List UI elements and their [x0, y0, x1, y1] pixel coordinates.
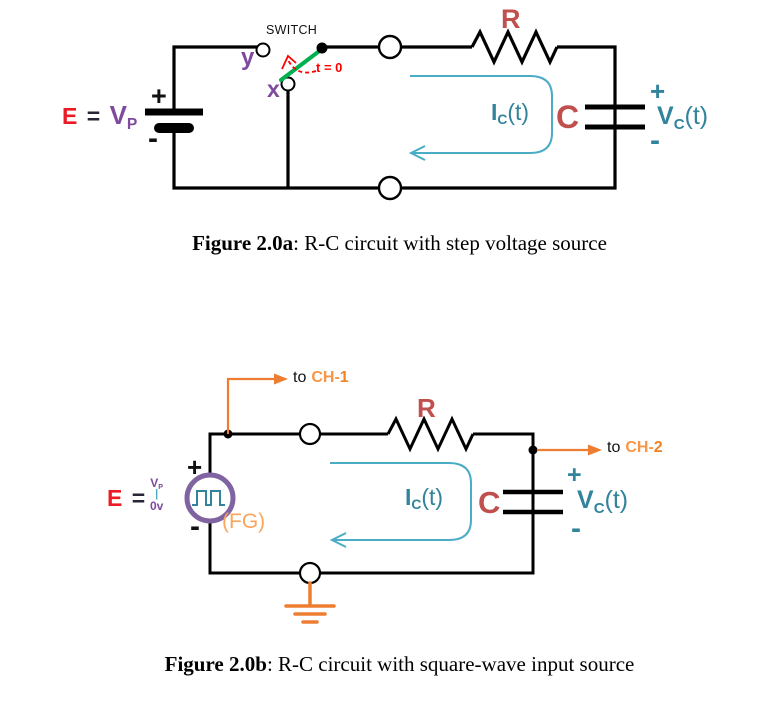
current-label-b: IC(t) [405, 484, 444, 513]
top-connector-circle-b [298, 422, 322, 446]
wire-bottom-left [172, 131, 379, 190]
vc-plus-a: + [650, 76, 666, 106]
level-0v: 0v [150, 498, 164, 513]
equals-sign: = [86, 103, 101, 129]
caption-a-text: : R-C circuit with step voltage source [293, 231, 607, 255]
current-arrowhead-b [329, 532, 347, 548]
resistor-label-b: R [417, 393, 436, 423]
fg-plus-label: + [187, 452, 203, 482]
caption-a: Figure 2.0a: R-C circuit with step volta… [12, 231, 775, 256]
bottom-connector-circle [377, 175, 403, 201]
level-divider: | [155, 488, 159, 500]
vc-label-a: VC(t) [657, 102, 709, 133]
top-connector-circle [377, 34, 403, 60]
capacitor-icon [585, 104, 645, 130]
connector-circles [377, 34, 403, 201]
vc-plus-b: + [567, 461, 582, 489]
terminal-x-label: x [267, 76, 280, 102]
source-e: E [62, 103, 78, 129]
ch1-to: to [293, 369, 307, 386]
current-loop-icon [408, 75, 553, 161]
switch-icon [255, 42, 328, 92]
capacitor-icon-b [503, 489, 563, 515]
fg-label: (FG) [222, 510, 266, 533]
ch2-name: CH- [625, 439, 654, 456]
switch-pivot-dot [316, 42, 328, 54]
caption-b-title: Figure 2.0b [164, 652, 267, 676]
caption-b-text: : R-C circuit with square-wave input sou… [266, 652, 635, 676]
fg-minus-label: - [190, 510, 200, 543]
source-equation-a: E = VP [62, 100, 138, 133]
current-label-a: IC(t) [491, 99, 530, 128]
switch-arm [279, 47, 324, 82]
source-vp: VP [109, 100, 138, 133]
resistor-icon [470, 28, 559, 66]
level-vp: VP [150, 476, 164, 492]
square-wave-icon [192, 490, 225, 506]
circuit-a-wires [172, 45, 617, 190]
circuit-a-drawing [145, 28, 645, 201]
resistor-label: R [501, 4, 521, 34]
ch1-name: CH- [311, 369, 340, 386]
current-arrowhead [408, 145, 426, 161]
source-levels: VP | 0v [150, 477, 163, 512]
vc-minus-a: - [650, 124, 660, 157]
bottom-connector-circle-b [298, 561, 322, 585]
function-generator-icon [184, 472, 236, 524]
switch-terminal-y-circle [255, 42, 271, 58]
wire-right-b [320, 432, 535, 575]
ch2-to: to [607, 439, 621, 456]
battery-plus-label: + [151, 81, 167, 111]
resistor-icon-b [386, 415, 475, 453]
wire-battery-to-switch [172, 45, 257, 111]
battery-icon [145, 108, 203, 133]
caption-b: Figure 2.0b: R-C circuit with square-wav… [12, 652, 775, 677]
switch-motion-arrowhead [281, 54, 297, 70]
switch-time-label: t = 0 [316, 60, 343, 75]
ch2-number: 2 [653, 439, 663, 456]
circuit-b-wires [208, 432, 535, 575]
switch-label: SWITCH [266, 23, 318, 37]
current-loop-icon-b [329, 462, 472, 548]
terminal-y-label: y [241, 44, 255, 71]
source-e-b: E [107, 485, 123, 511]
wire-bottom-left-b [208, 521, 300, 575]
node-dot-ch2 [528, 445, 538, 455]
source-equation-b: E = [107, 487, 145, 510]
ground-icon [284, 581, 336, 624]
ch2-arrowhead [588, 444, 602, 456]
battery-minus-label: - [148, 122, 158, 155]
connector-circles-b [298, 422, 322, 585]
vc-minus-b: - [571, 512, 581, 545]
probe-ch2-icon [528, 444, 602, 456]
ch1-number: 1 [339, 369, 349, 386]
wire-fg-top [208, 432, 300, 476]
switch-terminal-x-circle [280, 76, 296, 92]
figure-a: SWITCH y x t = 0 E = VP + - R IC(t) C + … [0, 0, 775, 300]
wire-right-side [401, 45, 617, 190]
switch-motion-arc [287, 59, 317, 74]
ch1-arrowhead [274, 373, 288, 385]
circuit-b-drawing [184, 373, 602, 624]
capacitor-label-a: C [556, 99, 580, 135]
caption-a-title: Figure 2.0a [192, 231, 294, 255]
probe-ch1-icon [223, 373, 288, 439]
capacitor-label-b: C [478, 485, 501, 520]
equals-sign-b: = [131, 485, 146, 511]
vc-label-b: VC(t) [577, 486, 629, 517]
